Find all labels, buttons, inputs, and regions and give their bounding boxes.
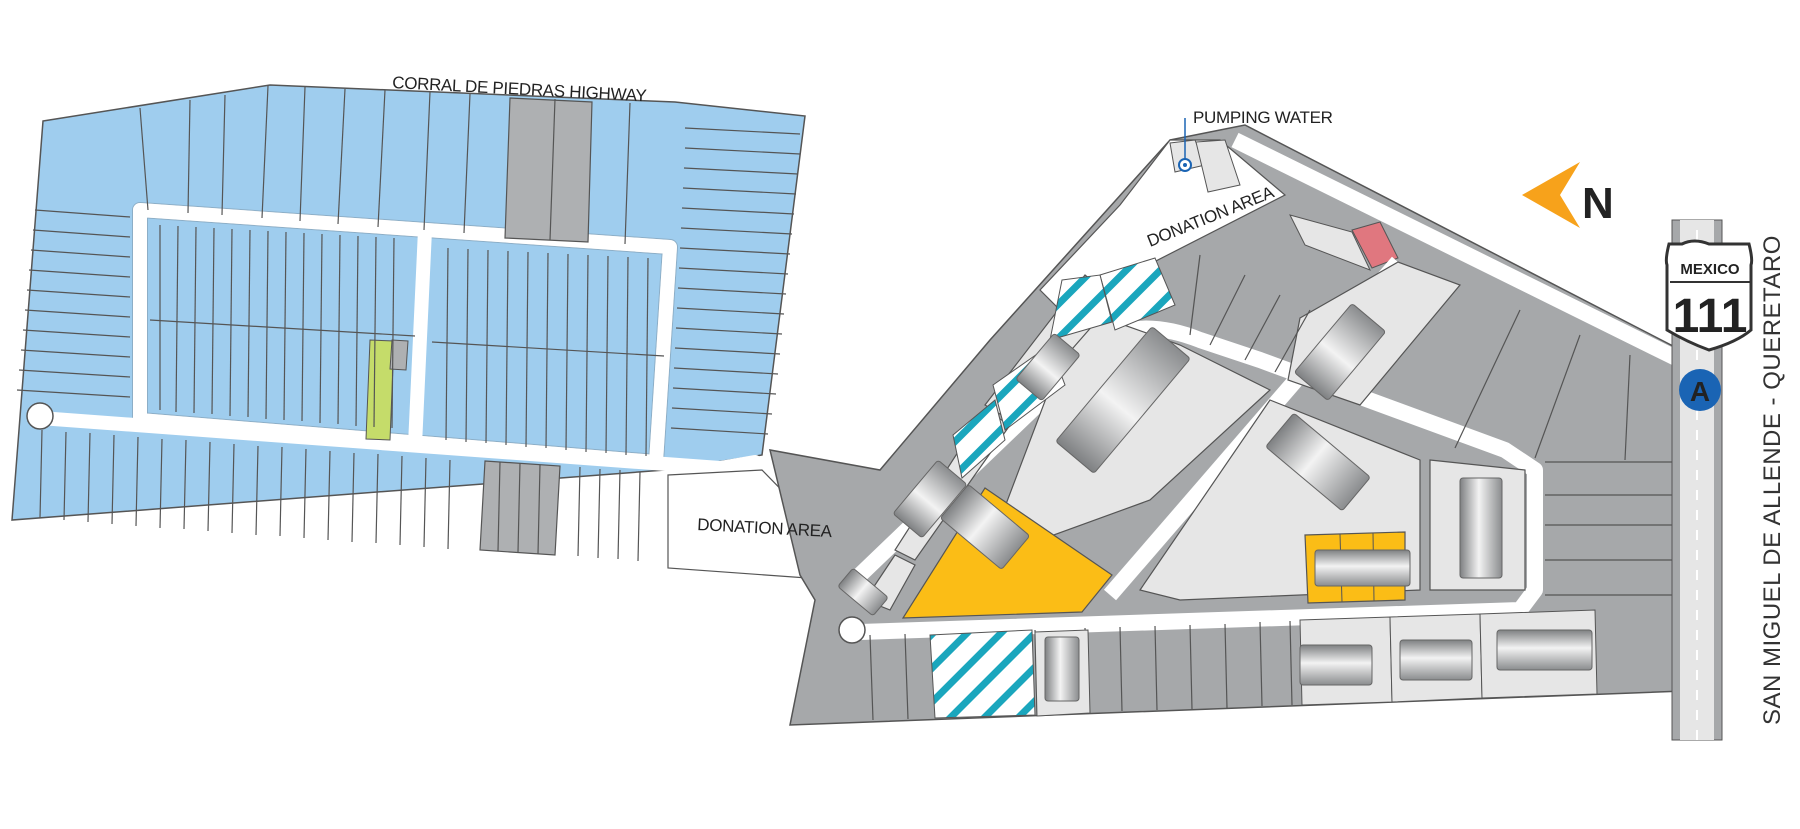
residential-section	[11, 84, 866, 581]
label-road-side: SAN MIGUEL DE ALLENDE - QUERETARO	[1759, 235, 1786, 725]
location-marker-a[interactable]: A	[1679, 369, 1721, 411]
compass-letter: N	[1582, 179, 1614, 228]
marker-letter: A	[1690, 376, 1710, 407]
shield-number: 111	[1673, 290, 1748, 343]
commercial-section	[769, 124, 1711, 726]
highway-111	[1671, 219, 1723, 741]
buildings	[838, 304, 1593, 702]
mexico-111-shield-icon: MEXICO 111	[1664, 239, 1754, 352]
north-arrow-icon: N	[1522, 162, 1614, 228]
label-pumping-water: PUMPING WATER	[1193, 108, 1333, 127]
shield-country: MEXICO	[1680, 261, 1740, 278]
